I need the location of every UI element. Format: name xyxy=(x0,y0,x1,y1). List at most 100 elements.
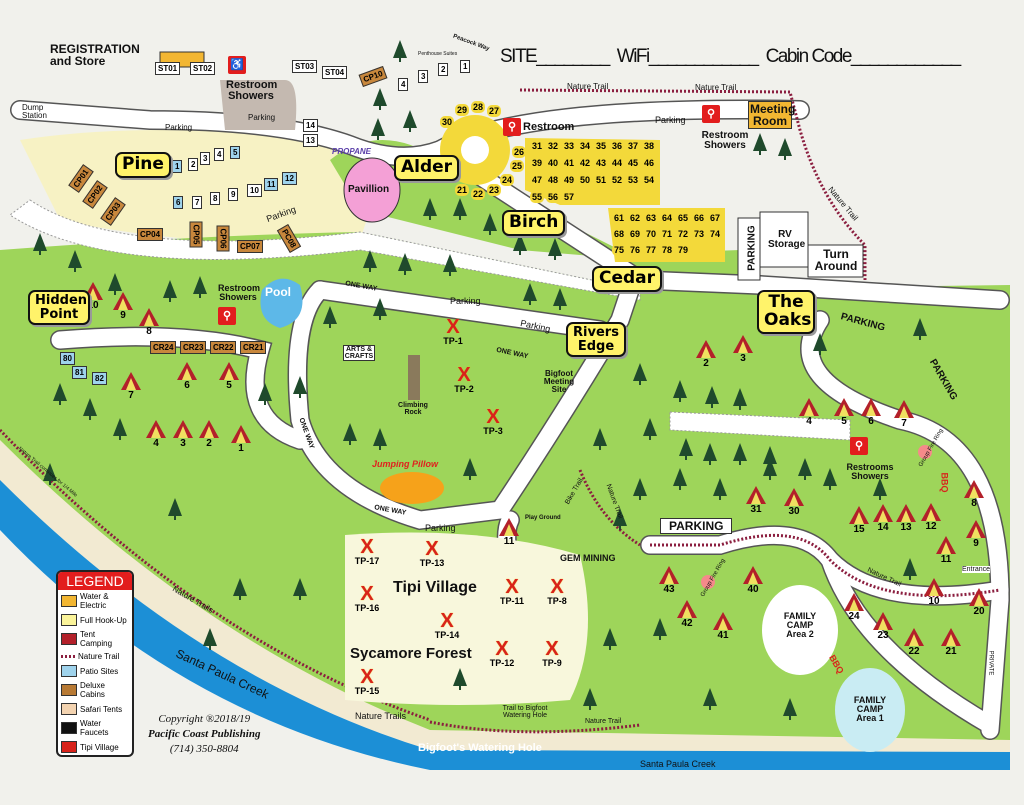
rv-site: 57 xyxy=(562,191,577,203)
legend-label: Tent Camping xyxy=(80,630,113,648)
area-cedar: Cedar xyxy=(592,266,663,292)
parking-lot-rv xyxy=(737,217,761,281)
rv-site: 42 xyxy=(578,157,593,169)
pine-site: 2 xyxy=(188,158,199,171)
rv-site: 39 xyxy=(530,157,545,169)
deluxe-cabin-site: CP07 xyxy=(237,240,264,253)
tent-icon xyxy=(849,506,869,524)
tent-icon xyxy=(941,628,961,646)
rv-site: 30 xyxy=(440,116,455,128)
tent-icon xyxy=(873,612,893,630)
penthouse-suite: 1 xyxy=(460,60,471,73)
climbing-rock-shape xyxy=(408,355,420,400)
jumping-pillow-shape xyxy=(380,472,444,504)
tree-icon xyxy=(398,253,412,275)
tent-icon xyxy=(873,504,893,522)
pine-site: 4 xyxy=(214,148,225,161)
tent-icon xyxy=(199,420,219,438)
rv-site: 44 xyxy=(610,157,625,169)
tipi-site-number: TP-12 xyxy=(489,658,515,668)
deluxe-cabin-site: CP05 xyxy=(189,221,203,248)
tree-icon xyxy=(233,578,247,600)
tent-site: 8 xyxy=(963,480,985,509)
rv-site: 64 xyxy=(660,212,675,224)
rv-site: 27 xyxy=(487,105,502,117)
legend-swatch-icon xyxy=(61,655,75,658)
tent-icon xyxy=(173,420,193,438)
tent-site-number: 41 xyxy=(717,630,729,641)
restroom-icon: ⚲ xyxy=(850,437,868,455)
family-camp-1-area xyxy=(835,668,905,752)
pavillion-shape xyxy=(343,157,401,223)
header-fields: SITE________ WiFi____________ Cabin Code… xyxy=(500,47,961,66)
rv-site: 54 xyxy=(642,174,657,186)
area-hidden-point: Hidden Point xyxy=(28,290,90,326)
tent-icon xyxy=(499,518,519,536)
tent-site: 22 xyxy=(903,628,925,657)
tent-site-number: 20 xyxy=(973,606,985,617)
tent-site: 9 xyxy=(112,292,134,321)
tree-icon xyxy=(603,628,617,650)
tent-icon xyxy=(921,503,941,521)
tent-icon xyxy=(113,292,133,310)
tree-icon xyxy=(293,578,307,600)
private-label: PRIVATE xyxy=(987,650,994,676)
tipi-site-number: TP-1 xyxy=(443,336,463,346)
tree-icon xyxy=(53,383,67,405)
tipi-icon: X xyxy=(360,666,374,688)
rv-site: 69 xyxy=(628,228,643,240)
tent-icon xyxy=(969,588,989,606)
nature-trail-label: Nature Trail xyxy=(567,82,609,91)
tent-icon xyxy=(713,612,733,630)
tent-icon xyxy=(966,520,986,538)
rv-site: 47 xyxy=(530,174,545,186)
pine-site: 5 xyxy=(230,146,241,159)
tent-site-number: 8 xyxy=(971,498,977,509)
nature-trail-label: Nature Trail xyxy=(585,718,622,725)
tree-icon xyxy=(323,306,337,328)
turn-around-label: Turn Around xyxy=(814,247,858,273)
tent-site-number: 23 xyxy=(877,630,889,641)
pine-site: 14 xyxy=(303,119,318,132)
pool-label: Pool xyxy=(265,285,291,299)
creek-bank xyxy=(0,440,1010,752)
legend-swatch-icon xyxy=(61,684,77,696)
rv-storage-label: RV Storage xyxy=(768,229,806,250)
family-camp-2-label: FAMILY CAMP Area 2 xyxy=(783,611,817,639)
tree-icon xyxy=(873,478,887,500)
safari-tent-site: ST01 xyxy=(155,62,181,75)
tent-site-number: 42 xyxy=(681,618,693,629)
penthouse-suite: 4 xyxy=(398,78,409,91)
tipi-icon: X xyxy=(545,638,559,660)
fire-ring-icon xyxy=(701,575,715,589)
tent-site: 4 xyxy=(798,398,820,427)
rv-site: 48 xyxy=(546,174,561,186)
tree-icon xyxy=(163,280,177,302)
tent-site: 7 xyxy=(893,400,915,429)
tree-icon xyxy=(673,468,687,490)
legend-swatch-icon xyxy=(61,741,77,753)
tent-site: 24 xyxy=(843,593,865,622)
slope-band xyxy=(9,199,641,301)
tree-icon xyxy=(463,458,477,480)
tree-icon xyxy=(108,273,122,295)
tent-icon xyxy=(659,566,679,584)
rv-site: 68 xyxy=(612,228,627,240)
tent-icon xyxy=(219,362,239,380)
tent-icon xyxy=(936,536,956,554)
birch-loop xyxy=(525,138,660,205)
tent-site-number: 4 xyxy=(153,438,159,449)
deluxe-cabin-site: CP06 xyxy=(216,225,230,252)
tent-site: 3 xyxy=(172,420,194,449)
rv-site: 32 xyxy=(546,140,561,152)
pine-site: 3 xyxy=(200,152,211,165)
tipi-village-area xyxy=(345,532,588,705)
tree-icon xyxy=(293,376,307,398)
tent-site-number: 9 xyxy=(973,538,979,549)
tree-icon xyxy=(193,276,207,298)
